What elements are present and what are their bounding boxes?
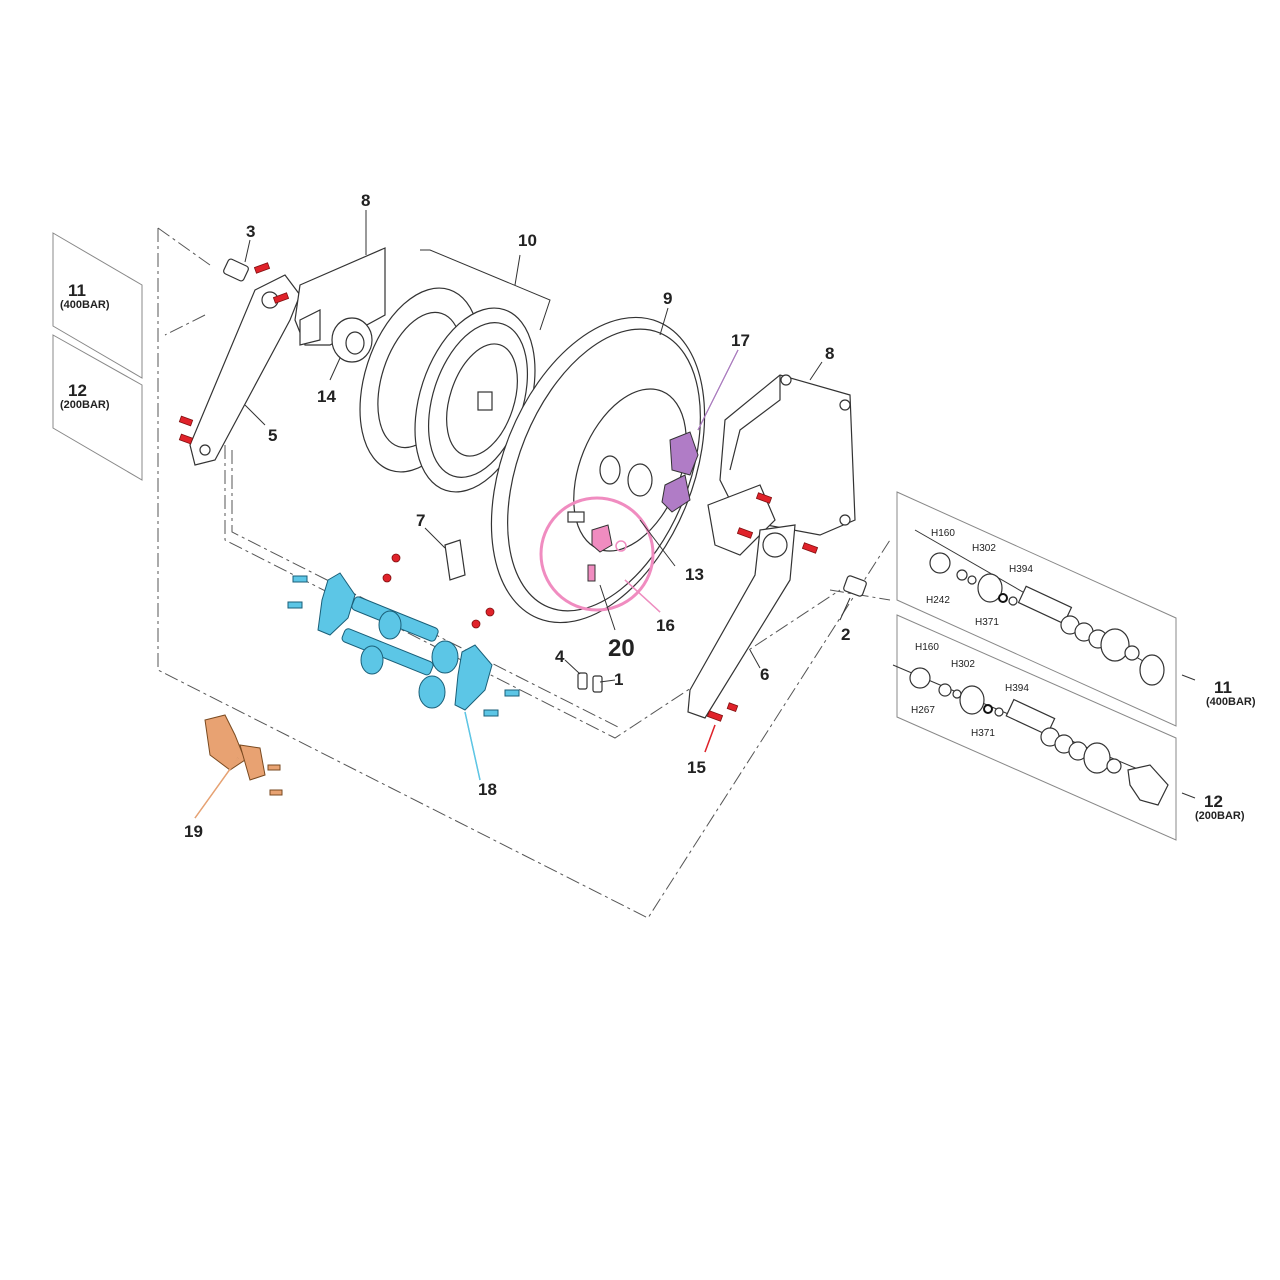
bolts — [178, 262, 819, 722]
brake-parts — [661, 431, 699, 513]
right-bracket — [707, 374, 856, 556]
guide-7 — [444, 539, 466, 581]
roller-assembly — [287, 572, 520, 717]
panel-pressure: (400BAR) — [60, 299, 110, 311]
panel-pressure: (400BAR) — [1206, 696, 1256, 708]
clamp-assembly — [204, 714, 283, 796]
part-label: H371 — [971, 728, 995, 739]
ratchet-detail — [539, 496, 655, 612]
hub-14 — [331, 317, 373, 363]
callout-4: 4 — [555, 647, 565, 666]
callout-7: 7 — [416, 511, 425, 530]
swivel-fitting — [223, 258, 249, 282]
callout-13: 13 — [685, 565, 704, 584]
part-label: H371 — [975, 617, 999, 628]
panel-number: 12 — [1204, 792, 1223, 811]
callout-8: 8 — [825, 344, 834, 363]
left-panel-12: 12 (200BAR) — [52, 334, 143, 481]
callout-10: 10 — [518, 231, 537, 250]
part-label: H394 — [1009, 564, 1033, 575]
callout-6: 6 — [760, 665, 769, 684]
assembly-lines — [157, 227, 891, 919]
part-label: H160 — [915, 642, 939, 653]
callout-20: 20 — [608, 635, 635, 662]
callout-9: 9 — [663, 289, 672, 308]
leader-lines — [194, 210, 851, 819]
part-label: H267 — [911, 705, 935, 716]
callout-17: 17 — [731, 331, 750, 350]
callout-1: 1 — [614, 670, 623, 689]
callout-16: 16 — [656, 616, 675, 635]
fittings-4-1 — [577, 672, 603, 693]
part-label: H302 — [972, 543, 996, 554]
panel-number: 11 — [68, 281, 86, 300]
callout-3: 3 — [246, 222, 255, 241]
callouts: 8 3 10 9 17 8 14 5 7 13 16 20 2 6 4 1 15… — [184, 191, 850, 841]
panel-number: 12 — [68, 381, 87, 400]
callout-19: 19 — [184, 822, 203, 841]
callout-18: 18 — [478, 780, 497, 799]
part-label: H302 — [951, 659, 975, 670]
bushing-2 — [843, 575, 867, 597]
panel-number: 11 — [1214, 678, 1232, 697]
right-arm — [687, 524, 796, 719]
left-panel-11: 11 (400BAR) — [52, 232, 143, 379]
callout-14: 14 — [317, 387, 336, 406]
part-label: H394 — [1005, 683, 1029, 694]
left-arm — [189, 274, 301, 466]
panel-pressure: (200BAR) — [1195, 810, 1245, 822]
right-panel-12: H160 H302 H394 H267 H371 12 (200BAR) — [892, 614, 1245, 841]
right-panel-11: H160 H302 H394 H242 H371 11 (400BAR) — [896, 491, 1256, 727]
callout-5: 5 — [268, 426, 277, 445]
callout-2: 2 — [841, 625, 850, 644]
panel-pressure: (200BAR) — [60, 399, 110, 411]
part-label: H242 — [926, 595, 950, 606]
callout-8: 8 — [361, 191, 370, 210]
part-label: H160 — [931, 528, 955, 539]
callout-15: 15 — [687, 758, 706, 777]
